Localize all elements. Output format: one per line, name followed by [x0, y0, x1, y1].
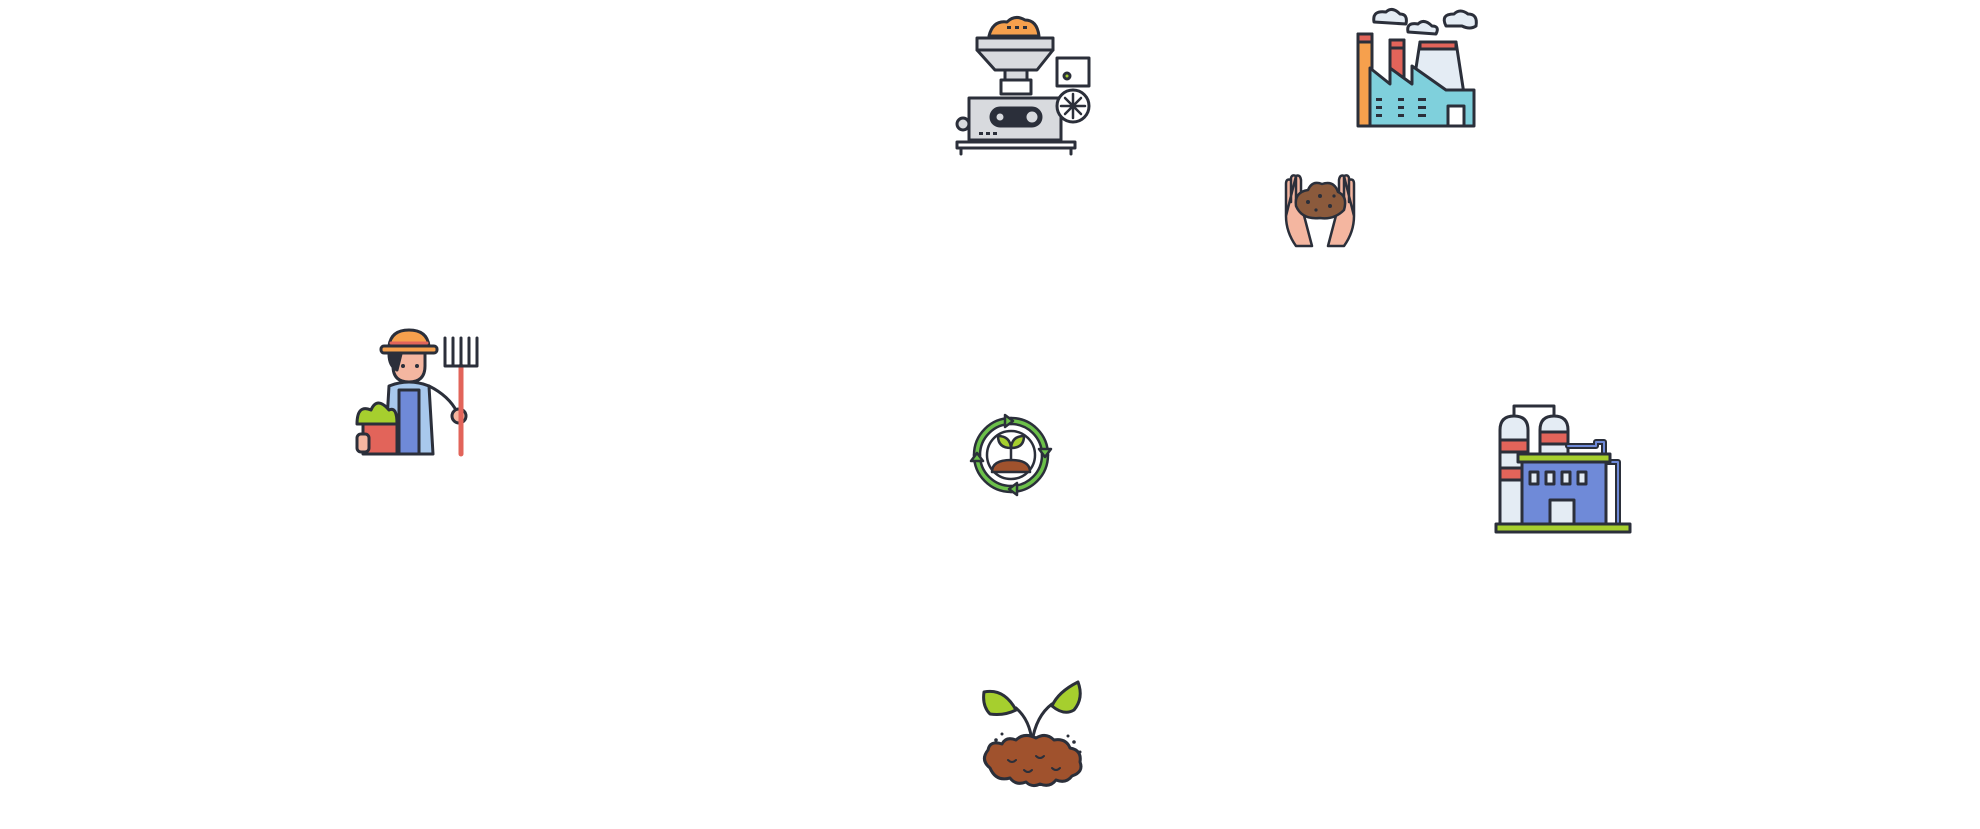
recycle-plant-icon: [969, 413, 1053, 497]
grinding-machine-icon: [953, 12, 1095, 156]
refinery-icon: [1494, 402, 1632, 534]
hands-holding-soil-icon: [1282, 172, 1358, 248]
farmer-icon: [353, 326, 481, 457]
sprout-in-soil-icon: [980, 680, 1086, 788]
factory-icon: [1352, 6, 1482, 132]
